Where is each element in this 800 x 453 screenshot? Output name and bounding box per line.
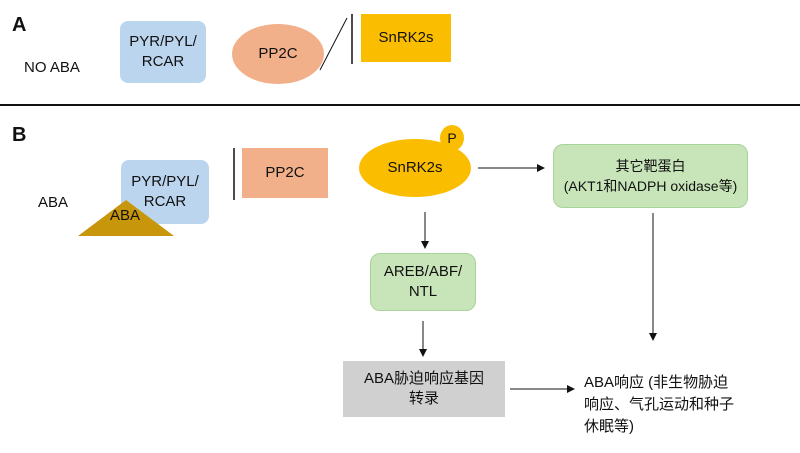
other-targets-box: 其它靶蛋白 (AKT1和NADPH oxidase等) xyxy=(553,144,748,208)
panel-a-label: A xyxy=(12,14,27,36)
aba-bound-label: ABA xyxy=(110,207,141,224)
panel-b-label: B xyxy=(12,124,27,146)
aba-triangle xyxy=(78,200,174,236)
panel-divider xyxy=(0,104,800,106)
transcription-box: ABA胁迫响应基因 转录 xyxy=(343,361,505,417)
aba-response-text: ABA响应 (非生物胁迫 响应、气孔运动和种子 休眠等) xyxy=(584,374,735,435)
areb-abf-ntl-box: AREB/ABF/ NTL xyxy=(370,253,476,311)
snrk2s-box-a: SnRK2s xyxy=(361,14,451,62)
pp2c-box-b: PP2C xyxy=(242,148,328,198)
inhibit-line-a xyxy=(319,17,348,71)
pp2c-ellipse-a: PP2C xyxy=(232,24,324,84)
receptor-box-a: PYR/PYL/ RCAR xyxy=(120,21,206,83)
snrk2s-ellipse-b: SnRK2s xyxy=(359,139,471,197)
no-aba-label: NO ABA xyxy=(24,59,80,76)
phosphate-circle: P xyxy=(440,125,464,151)
aba-ligand-label: ABA xyxy=(38,194,69,211)
